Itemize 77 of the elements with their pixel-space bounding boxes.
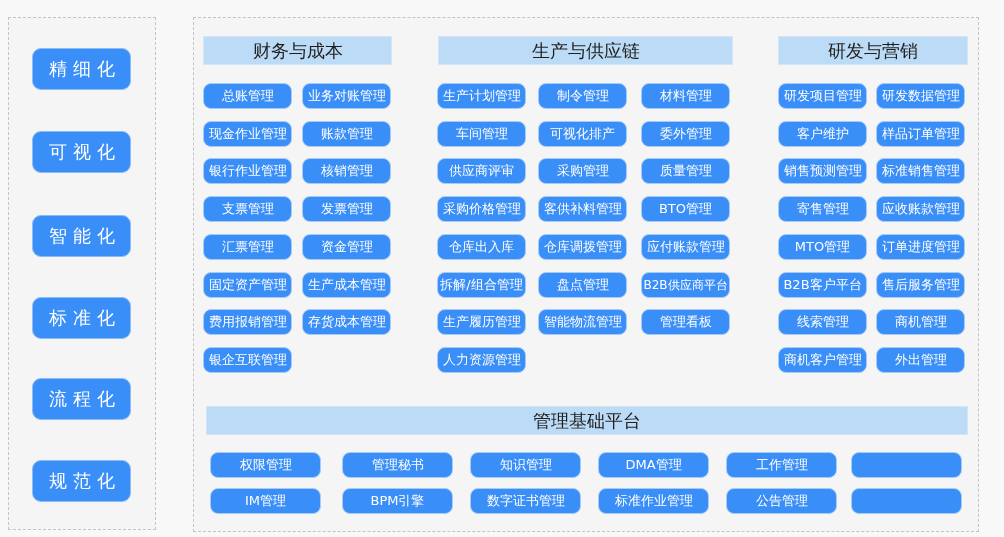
dashed-panel (193, 17, 979, 532)
module-tag: 商机客户管理 (778, 347, 867, 373)
module-tag: 费用报销管理 (203, 309, 292, 335)
module-tag: 订单进度管理 (876, 234, 965, 260)
module-tag: 研发数据管理 (876, 83, 965, 109)
dashed-panel (8, 17, 156, 530)
module-tag: B2B客户平台 (778, 272, 867, 298)
module-tag: 管理秘书 (342, 452, 453, 478)
module-tag: 样品订单管理 (876, 121, 965, 147)
module-tag: 研发项目管理 (778, 83, 867, 109)
module-tag: 公告管理 (726, 488, 837, 514)
module-tag: 支票管理 (203, 196, 292, 222)
module-tag: 供应商评审 (437, 158, 526, 184)
module-tag: 外出管理 (876, 347, 965, 373)
module-tag: 银企互联管理 (203, 347, 292, 373)
module-tag: B2B供应商平台 (641, 272, 730, 298)
module-tag: 核销管理 (302, 158, 391, 184)
module-tag: 账款管理 (302, 121, 391, 147)
module-tag: 现金作业管理 (203, 121, 292, 147)
principle-tag: 精细化 (32, 48, 131, 90)
module-tag: 材料管理 (641, 83, 730, 109)
module-tag: 智能物流管理 (538, 309, 627, 335)
principle-tag: 可视化 (32, 131, 131, 173)
module-tag: 工作管理 (726, 452, 837, 478)
principle-tag: 智能化 (32, 215, 131, 257)
module-tag: 寄售管理 (778, 196, 867, 222)
section-header: 财务与成本 (203, 36, 392, 65)
module-tag: 银行作业管理 (203, 158, 292, 184)
module-tag: 知识管理 (470, 452, 581, 478)
module-tag: 应收账款管理 (876, 196, 965, 222)
module-tag: 生产成本管理 (302, 272, 391, 298)
module-tag: 商机管理 (876, 309, 965, 335)
section-header: 生产与供应链 (438, 36, 733, 65)
module-tag: 权限管理 (210, 452, 321, 478)
module-tag: 发票管理 (302, 196, 391, 222)
module-tag: BTO管理 (641, 196, 730, 222)
module-tag: 客供补料管理 (538, 196, 627, 222)
section-header: 管理基础平台 (206, 406, 968, 435)
module-tag: 制令管理 (538, 83, 627, 109)
module-tag (851, 488, 962, 514)
module-tag: 生产履历管理 (437, 309, 526, 335)
module-tag: 盘点管理 (538, 272, 627, 298)
module-tag: IM管理 (210, 488, 321, 514)
module-tag: 售后服务管理 (876, 272, 965, 298)
module-tag: 仓库调拨管理 (538, 234, 627, 260)
module-tag: 客户维护 (778, 121, 867, 147)
principle-tag: 流程化 (32, 378, 131, 420)
module-tag: BPM引擎 (342, 488, 453, 514)
module-tag: 固定资产管理 (203, 272, 292, 298)
module-tag: 质量管理 (641, 158, 730, 184)
section-header: 研发与营销 (778, 36, 968, 65)
module-tag: 采购管理 (538, 158, 627, 184)
module-tag: 标准销售管理 (876, 158, 965, 184)
module-tag: 拆解/组合管理 (437, 272, 526, 298)
module-tag: 仓库出入库 (437, 234, 526, 260)
module-tag: DMA管理 (598, 452, 709, 478)
module-tag: 销售预测管理 (778, 158, 867, 184)
module-tag: 委外管理 (641, 121, 730, 147)
module-tag: 存货成本管理 (302, 309, 391, 335)
module-tag: 人力资源管理 (437, 347, 526, 373)
module-tag: 车间管理 (437, 121, 526, 147)
module-tag: 业务对账管理 (302, 83, 391, 109)
module-tag (851, 452, 962, 478)
module-tag: 总账管理 (203, 83, 292, 109)
module-tag: 应付账款管理 (641, 234, 730, 260)
principle-tag: 规范化 (32, 460, 131, 502)
module-tag: 标准作业管理 (598, 488, 709, 514)
module-tag: 线索管理 (778, 309, 867, 335)
module-tag: 可视化排产 (538, 121, 627, 147)
module-tag: 管理看板 (641, 309, 730, 335)
module-tag: 生产计划管理 (437, 83, 526, 109)
module-tag: 数字证书管理 (470, 488, 581, 514)
module-tag: 资金管理 (302, 234, 391, 260)
module-tag: MTO管理 (778, 234, 867, 260)
module-tag: 采购价格管理 (437, 196, 526, 222)
module-tag: 汇票管理 (203, 234, 292, 260)
principle-tag: 标准化 (32, 297, 131, 339)
